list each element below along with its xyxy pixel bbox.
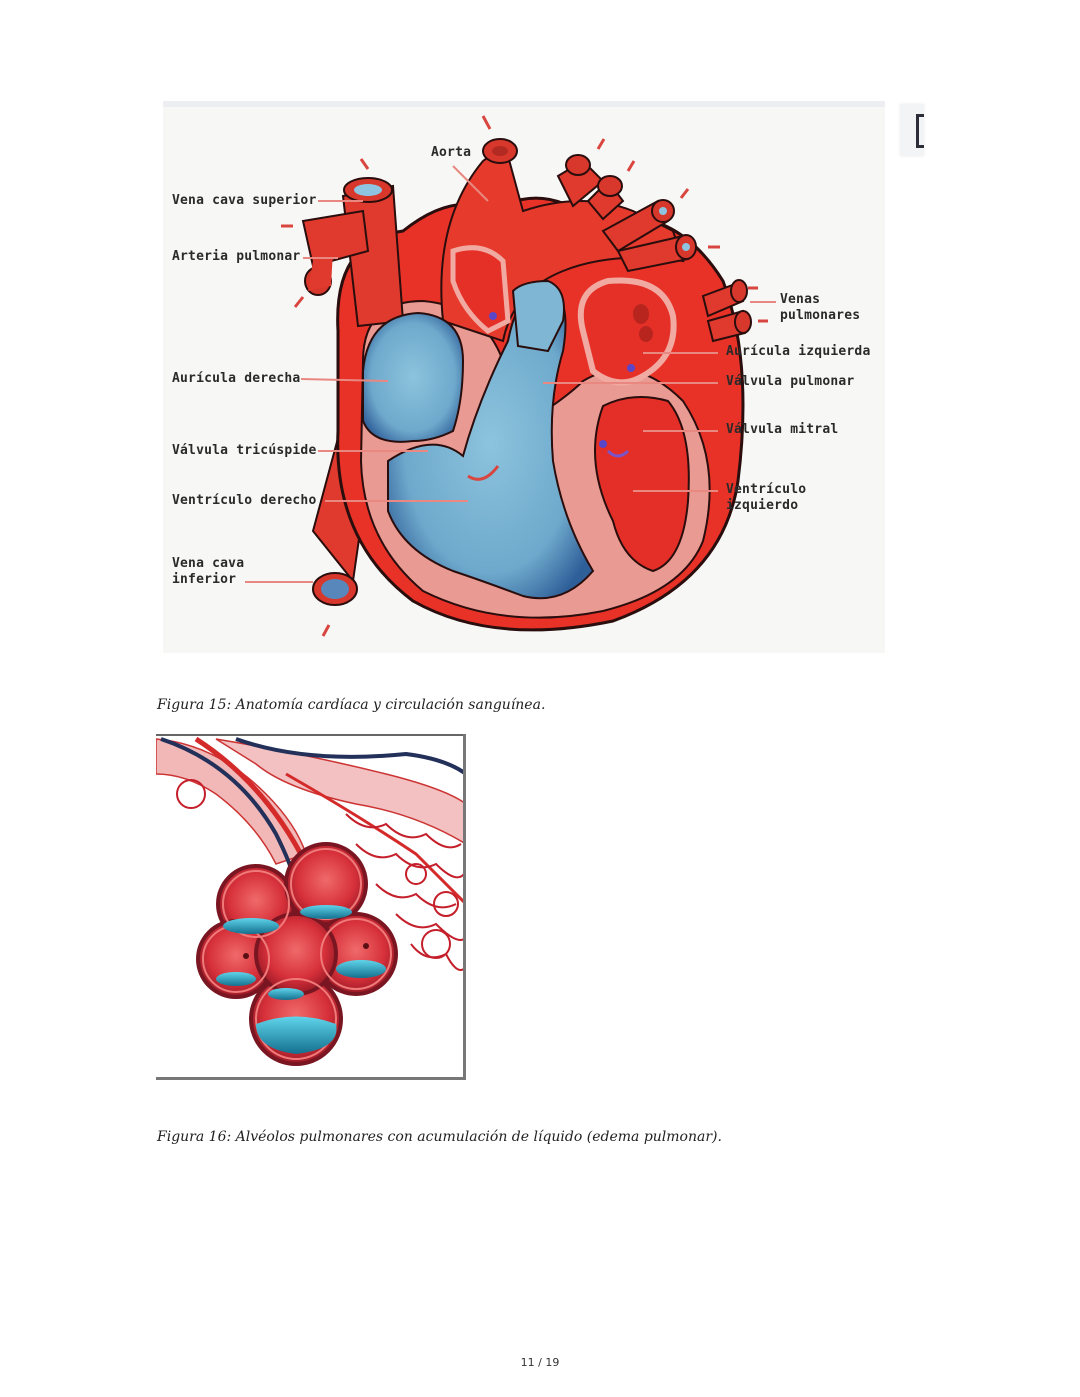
- label-ventriculo-izquierdo: Ventrículo izquierdo: [726, 482, 807, 513]
- label-venas-pulmonares: Venas pulmonares: [780, 292, 861, 323]
- heart-illustration: [245, 115, 776, 637]
- alveoli-illustration: [156, 736, 463, 1066]
- label-ventriculo-derecho: Ventrículo derecho: [172, 493, 317, 508]
- heart-diagram-figure: Aorta Vena cava superior Arteria pulmona…: [163, 101, 885, 653]
- label-auricula-izquierda: Aurícula izquierda: [726, 344, 871, 359]
- figure-top-border: [163, 101, 885, 107]
- alveoli-figure: [156, 734, 466, 1080]
- label-arteria-pulmonar: Arteria pulmonar: [172, 249, 301, 264]
- label-valvula-pulmonar: Válvula pulmonar: [726, 374, 855, 389]
- figure-top-border: [156, 734, 463, 736]
- bracket-icon: [916, 114, 924, 148]
- label-valvula-tricuspide: Válvula tricúspide: [172, 443, 317, 458]
- figure-16-caption: Figura 16: Alvéolos pulmonares con acumu…: [157, 1129, 722, 1145]
- figure-15-caption: Figura 15: Anatomía cardíaca y circulaci…: [157, 697, 546, 713]
- label-vena-cava-superior: Vena cava superior: [172, 193, 317, 208]
- label-valvula-mitral: Válvula mitral: [726, 422, 839, 437]
- page-number: 11 / 19: [520, 1356, 560, 1369]
- side-panel-tab[interactable]: [900, 104, 924, 156]
- label-auricula-derecha: Aurícula derecha: [172, 371, 301, 386]
- label-vena-cava-inferior: Vena cava inferior: [172, 556, 245, 587]
- label-aorta: Aorta: [431, 145, 472, 160]
